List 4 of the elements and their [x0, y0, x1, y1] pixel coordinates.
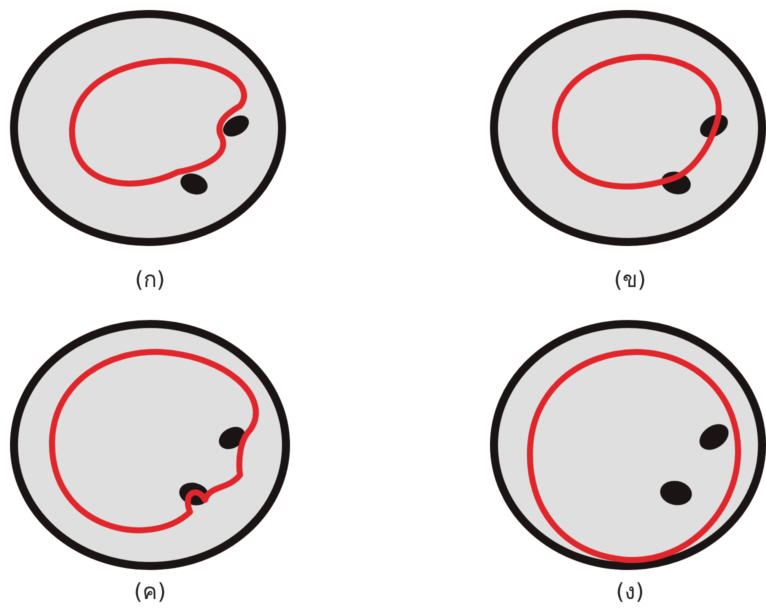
panel-label: (ข) [614, 268, 646, 294]
panel-label: (ค) [134, 580, 166, 606]
panel-label: (ก) [134, 268, 166, 294]
panel-label: (ง) [616, 580, 644, 606]
